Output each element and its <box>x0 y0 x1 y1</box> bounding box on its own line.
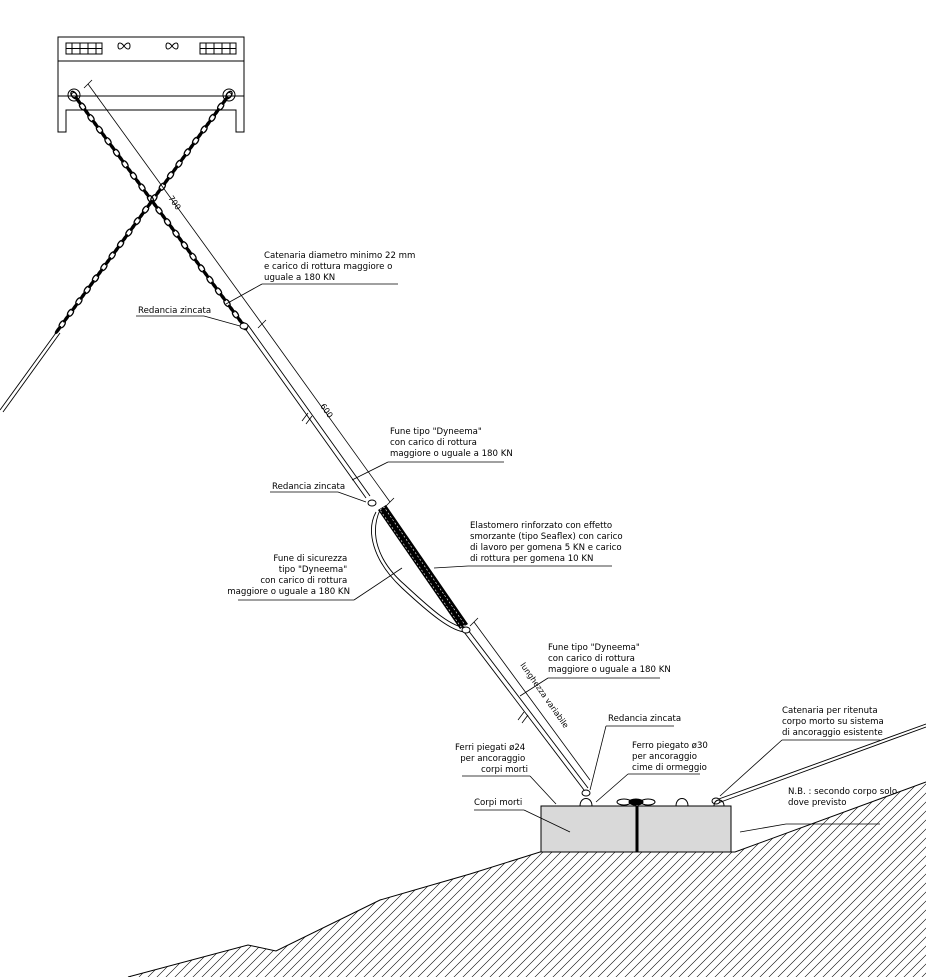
chain-link <box>88 279 95 289</box>
chain-link <box>160 212 167 221</box>
catenaria-chains <box>54 90 248 335</box>
label-fune-sicurezza: Fune di sicurezza tipo "Dyneema" con car… <box>227 554 350 597</box>
leader-lines <box>136 283 880 833</box>
chain-link <box>213 108 220 117</box>
chain-link <box>63 314 70 323</box>
chain-link <box>228 304 235 313</box>
chain-link <box>221 96 229 105</box>
chain-link <box>121 234 128 243</box>
annotations: Catenaria diametro minimo 22 mm e carico… <box>138 251 900 808</box>
chain-link <box>196 130 204 140</box>
dimension-texts: 700 600 lunghezza variabile <box>166 194 570 730</box>
chain-link <box>71 302 78 312</box>
chain-link <box>211 281 218 290</box>
dim-600: 600 <box>318 402 334 420</box>
chain-link <box>202 269 210 279</box>
label-corpi-morti: Corpi morti <box>474 798 522 808</box>
chain-link <box>75 96 82 105</box>
dimension-lines <box>83 79 591 781</box>
chain-link <box>219 293 227 302</box>
label-fune-dyneema-top: Fune tipo "Dyneema" con carico di rottur… <box>390 427 513 459</box>
chain-link <box>185 246 193 255</box>
chain-link <box>177 235 184 244</box>
label-catenaria-ritenuta: Catenaria per ritenuta corpo morto su si… <box>782 706 887 738</box>
label-ferro-piegato: Ferro piegato ø30 per ancoraggio cime di… <box>632 741 711 773</box>
mooring-ropes <box>0 324 926 804</box>
chain-link <box>138 211 145 220</box>
corpi-morti-blocks <box>540 798 732 853</box>
chain-link <box>109 142 116 152</box>
chain-link <box>79 291 87 300</box>
chain-link <box>163 176 170 186</box>
chain-link <box>188 142 195 151</box>
label-fune-dyneema-low: Fune tipo "Dyneema" con carico di rottur… <box>548 643 671 675</box>
chain-link <box>96 268 103 277</box>
chain-link <box>154 188 162 197</box>
chain-link <box>146 199 154 209</box>
chain-link <box>126 166 133 175</box>
chain-link <box>168 223 176 232</box>
label-catenaria: Catenaria diametro minimo 22 mm e carico… <box>264 251 418 283</box>
floating-pontoon <box>57 36 245 133</box>
chain-link <box>179 153 187 163</box>
label-elastomero: Elastomero rinforzato con effetto smorza… <box>470 521 625 564</box>
chain-link <box>129 222 137 231</box>
label-ferri-piegati: Ferri piegati ø24 per ancoraggio corpi m… <box>455 743 528 775</box>
chain-link <box>134 177 142 186</box>
label-redancia-mid: Redancia zincata <box>272 482 345 492</box>
label-nota: N.B. : secondo corpo solo dove previsto <box>788 787 900 808</box>
chain-link <box>83 108 91 117</box>
chain-link <box>104 257 112 266</box>
label-redancia-low: Redancia zincata <box>608 714 681 724</box>
elastomer-damper <box>378 505 468 629</box>
chain-link <box>92 119 99 128</box>
chain-link <box>171 165 179 174</box>
chain-link <box>117 154 125 163</box>
chain-link <box>143 189 150 198</box>
label-redancia-top: Redancia zincata <box>138 306 211 316</box>
chain-link <box>204 119 212 128</box>
dim-700: 700 <box>166 194 182 212</box>
chain-link <box>100 131 108 140</box>
chain-link <box>194 258 201 267</box>
chain-link <box>113 245 120 254</box>
